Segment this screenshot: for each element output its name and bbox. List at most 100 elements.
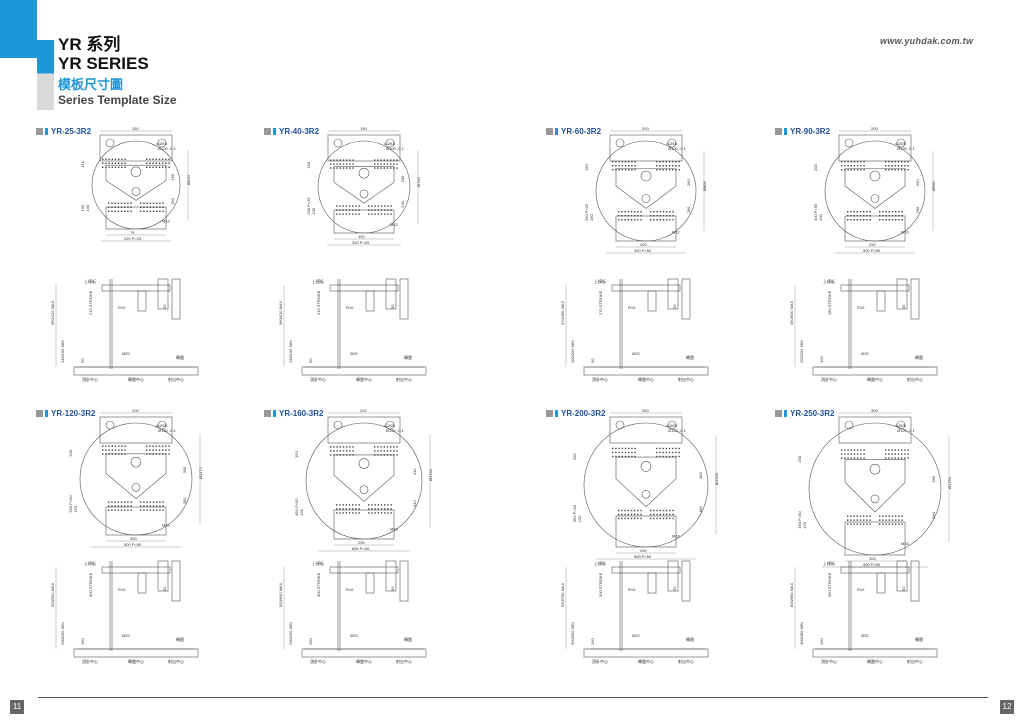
center-hole: [130, 456, 142, 468]
tap-hole: [888, 165, 890, 167]
website-url[interactable]: www.yuhdak.com.tw: [880, 36, 974, 46]
tap-hole: [374, 163, 376, 165]
tap-hole: [374, 504, 376, 506]
center-hole: [640, 461, 652, 472]
tap-hole: [146, 202, 148, 204]
lower-mount-plate: [615, 215, 677, 242]
lower-mount-plate: [105, 206, 167, 230]
label-upper-template: 上模板: [823, 278, 835, 284]
tap-hole: [108, 449, 110, 451]
tap-hole: [371, 209, 373, 211]
tap-hole: [668, 451, 671, 454]
label-d25: Ø25: [632, 351, 640, 356]
tap-hole: [640, 219, 642, 221]
tap-hole: [898, 219, 900, 221]
tap-hole: [662, 169, 664, 171]
tap-hole: [621, 169, 623, 171]
center-hole: [131, 483, 141, 492]
dim-diameter: Ø750: [416, 176, 421, 187]
tap-hole: [612, 165, 614, 167]
center-hole: [358, 167, 370, 179]
rotary-table-base: [583, 648, 709, 658]
tap-hole: [127, 206, 129, 208]
dim-min: 200/250 MIN: [288, 622, 293, 645]
tap-hole: [850, 165, 852, 167]
tap-hole: [124, 449, 126, 451]
dim-side-2: 150: [819, 638, 824, 645]
tap-hole: [380, 454, 382, 456]
tap-hole: [387, 209, 389, 211]
tap-hole: [866, 523, 868, 525]
tap-hole: [882, 515, 884, 517]
tap-hole: [850, 453, 852, 455]
tap-hole: [374, 512, 376, 514]
tap-hole: [640, 509, 642, 512]
tap-hole: [127, 505, 129, 507]
title-accent-bar: [37, 40, 54, 110]
tap-hole: [841, 449, 843, 451]
tap-hole: [618, 451, 620, 454]
dim-thread: M16: [672, 534, 681, 539]
tap-hole: [349, 159, 351, 161]
tap-hole: [665, 455, 667, 458]
tap-hole: [904, 161, 906, 163]
tap-hole: [888, 211, 890, 213]
tap-hole: [149, 509, 151, 511]
cylinder-side: [171, 560, 181, 602]
tap-hole: [158, 449, 161, 451]
tap-hole: [669, 219, 671, 221]
tap-hole: [377, 209, 379, 211]
tap-hole: [640, 211, 642, 213]
dim-bottom-2: 500 P=50: [124, 542, 142, 547]
tap-hole: [675, 451, 677, 454]
tap-hole: [339, 163, 341, 165]
tap-hole: [155, 166, 157, 168]
tap-hole: [634, 509, 636, 512]
tap-hole: [894, 457, 896, 459]
tap-hole: [152, 509, 155, 511]
tap-hole: [863, 219, 865, 221]
tap-hole: [659, 215, 661, 217]
tap-hole: [907, 453, 909, 455]
tap-hole: [140, 509, 142, 511]
tap-hole: [634, 513, 636, 516]
dim-vertical-1: 150: [294, 450, 299, 457]
tap-hole: [330, 454, 332, 456]
tap-hole: [659, 509, 661, 512]
dim-thread: M16: [901, 541, 910, 546]
tap-hole: [108, 206, 110, 208]
tap-hole: [371, 512, 373, 514]
tap-hole: [380, 205, 383, 207]
label-upper-template: 上模板: [84, 560, 96, 566]
mount-hole: [615, 420, 625, 430]
center-hole: [641, 194, 651, 203]
tap-hole: [669, 509, 671, 512]
tap-hole: [371, 504, 373, 506]
tap-hole: [121, 166, 123, 168]
tap-hole: [624, 455, 627, 458]
tap-hole: [121, 162, 123, 164]
tap-hole: [346, 167, 348, 169]
corner-accent: [0, 0, 37, 58]
tap-hole: [672, 517, 674, 520]
tap-hole: [333, 454, 335, 456]
tap-hole: [634, 447, 636, 450]
title-marker-accent: [784, 128, 787, 135]
tap-hole: [118, 449, 120, 451]
tap-hole: [108, 453, 110, 455]
tap-hole: [108, 509, 110, 511]
tap-hole: [678, 447, 680, 450]
dim-bottom-2: 650 P=50: [352, 546, 370, 551]
tap-hole: [349, 167, 351, 169]
tap-hole: [637, 219, 639, 221]
label-rotary-center: 轉盤中心: [128, 658, 144, 664]
tap-hole: [656, 211, 658, 213]
tap-hole: [847, 523, 849, 525]
label-injection-center: 射出中心: [396, 658, 412, 664]
tap-hole: [393, 163, 395, 165]
tap-hole: [159, 505, 161, 507]
tap-hole: [352, 159, 354, 161]
tap-hole: [162, 162, 164, 164]
